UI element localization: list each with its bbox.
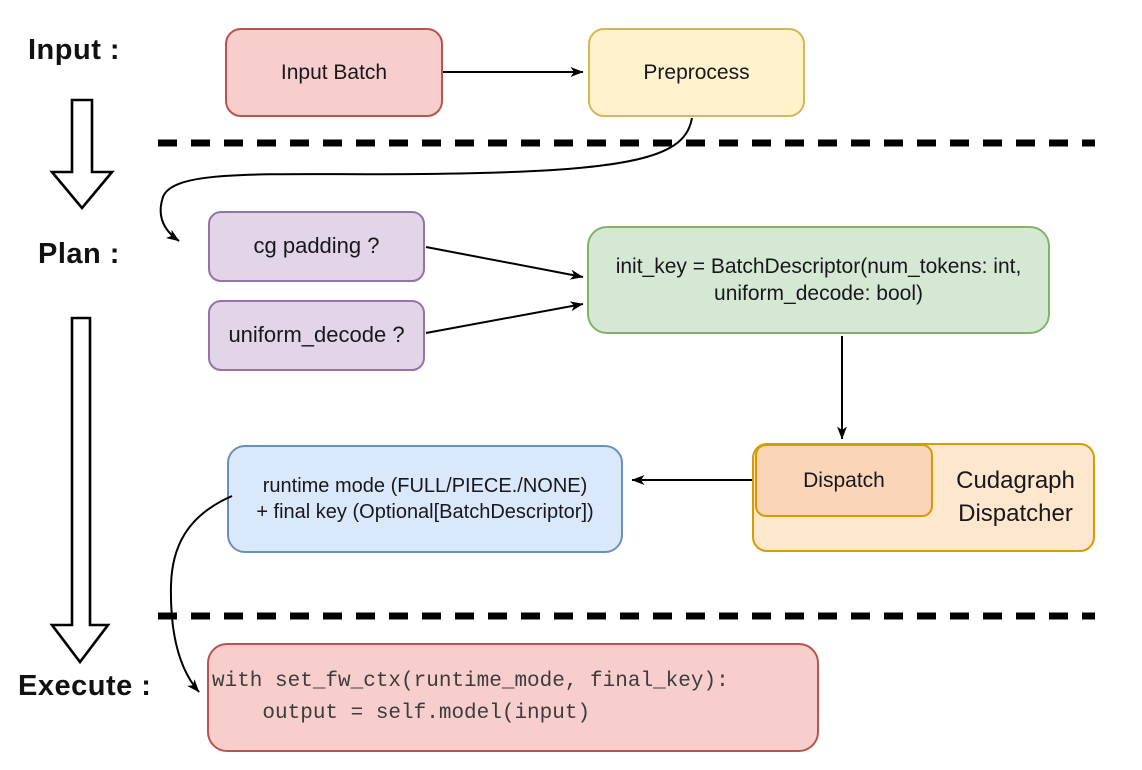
- node-runtime-mode: runtime mode (FULL/PIECE./NONE) + final …: [227, 445, 623, 553]
- node-cg-padding-label: cg padding ?: [253, 233, 380, 259]
- node-preprocess: Preprocess: [588, 28, 805, 117]
- node-input-batch-label: Input Batch: [280, 60, 388, 84]
- node-runtime-mode-line1: runtime mode (FULL/PIECE./NONE): [262, 475, 588, 497]
- execute-code-line2: output = self.model(input): [212, 701, 591, 725]
- node-uniform-decode: uniform_decode ?: [208, 300, 425, 371]
- cudagraph-dispatcher-line1: Cudagraph: [956, 467, 1075, 495]
- node-dispatch: Dispatch: [755, 444, 933, 517]
- execute-code-line1: with set_fw_ctx(runtime_mode, final_key)…: [212, 670, 729, 693]
- node-uniform-decode-label: uniform_decode ?: [228, 322, 405, 348]
- connector-uniformdecode-to-initkey: [425, 301, 584, 334]
- connector-cgpadding-to-initkey: [425, 246, 584, 280]
- node-dispatch-label: Dispatch: [803, 468, 885, 492]
- node-execute-code: with set_fw_ctx(runtime_mode, final_key)…: [207, 643, 819, 752]
- node-init-key: init_key = BatchDescriptor(num_tokens: i…: [587, 226, 1050, 334]
- node-cg-padding: cg padding ?: [208, 211, 425, 282]
- hollow-down-arrow-plan-to-execute: [49, 316, 111, 665]
- node-cudagraph-dispatcher-label: Cudagraph Dispatcher: [938, 455, 1093, 540]
- cudagraph-dispatcher-line2: Dispatcher: [958, 499, 1073, 527]
- node-init-key-line2: uniform_decode: bool): [714, 282, 923, 305]
- node-runtime-mode-line2: + final key (Optional[BatchDescriptor]): [256, 501, 594, 523]
- hollow-down-arrow-input-to-plan: [49, 98, 115, 211]
- stage-label-execute: Execute :: [18, 670, 152, 702]
- node-init-key-line1: init_key = BatchDescriptor(num_tokens: i…: [615, 254, 1022, 278]
- node-input-batch: Input Batch: [225, 28, 443, 117]
- stage-label-input: Input :: [28, 34, 121, 66]
- stage-label-plan: Plan :: [38, 238, 120, 270]
- node-preprocess-label: Preprocess: [643, 60, 750, 84]
